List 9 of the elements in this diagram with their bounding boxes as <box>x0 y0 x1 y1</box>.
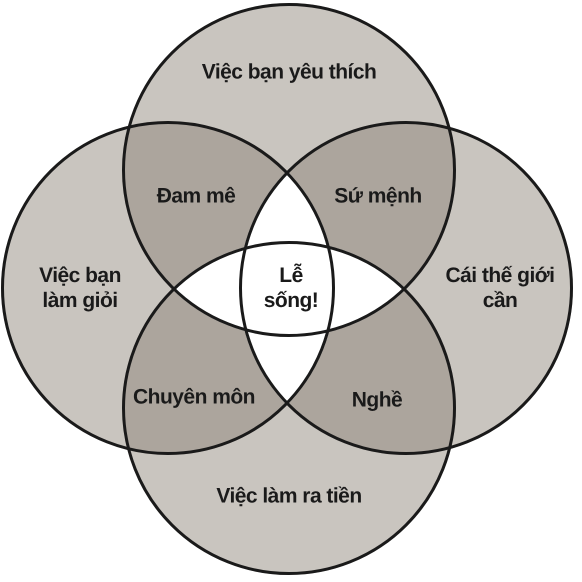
overlap-label: Nghề <box>350 388 404 412</box>
circle-label: Cái thế giới cần <box>445 263 555 313</box>
overlap-label: Sứ mệnh <box>333 184 423 208</box>
overlap-label: Đam mê <box>156 184 236 208</box>
overlap-label: Chuyên môn <box>132 384 256 410</box>
overlap-label: Lễ sống! <box>262 263 320 313</box>
circle-label: Việc bạn làm giỏi <box>38 263 122 313</box>
circle-label: Việc làm ra tiền <box>215 484 363 508</box>
circle-label: Việc bạn yêu thích <box>200 60 378 84</box>
